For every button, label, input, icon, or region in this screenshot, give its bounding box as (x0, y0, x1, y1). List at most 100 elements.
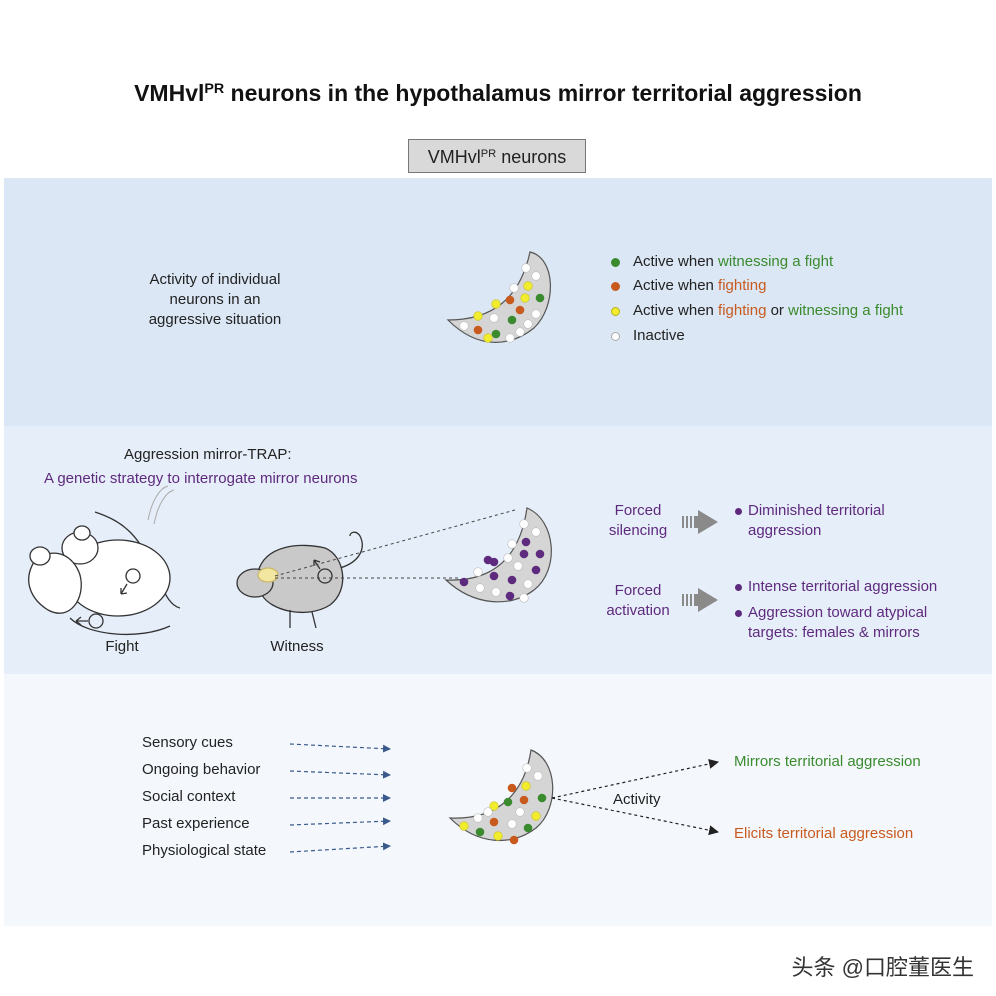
activation-label-line: activation (606, 602, 670, 619)
neuron-dot (507, 315, 517, 325)
mouse-tail (69, 617, 171, 635)
input-label: Physiological state (142, 842, 267, 859)
input-label: Sensory cues (142, 734, 233, 751)
neuron-dot (515, 807, 525, 817)
neuron-dot (519, 593, 529, 603)
page-title: VMHvlPR neurons in the hypothalamus mirr… (0, 80, 996, 107)
neuron-dot (522, 763, 532, 773)
neuron-dot (531, 271, 541, 281)
neuron-dot (519, 519, 529, 529)
male-symbol-icon (88, 613, 104, 629)
neuron-dot (483, 807, 493, 817)
silencing-label-line: Forced (614, 502, 662, 519)
legend-text: Active when (633, 277, 719, 294)
white-dot-icon (611, 332, 620, 341)
activation-label-line: Forced (614, 582, 662, 599)
input-arrow (289, 743, 391, 753)
neuron-dot (535, 293, 545, 303)
legend-text: Active when (633, 253, 719, 270)
mouse-body (28, 552, 82, 614)
neuron-dot (475, 827, 485, 837)
neuron-dot (535, 549, 545, 559)
silencing-outcome: Diminished territorial aggression (748, 501, 885, 541)
neuron-dot (523, 319, 533, 329)
legend-text: or (766, 302, 789, 319)
activation-outcome-2: Aggression toward atypical targets: fema… (748, 603, 927, 643)
activity-label: Activity (612, 790, 662, 810)
silencing-label: Forced silencing (598, 501, 678, 541)
watermark: 头条 @口腔董医生 (791, 955, 974, 980)
male-symbol-arrow (75, 616, 88, 626)
motion-line (153, 489, 175, 525)
neuron-dot (519, 549, 529, 559)
witness-label: Witness (270, 638, 324, 655)
legend-yellow: Active when fighting or witnessing a fig… (633, 301, 903, 321)
yellow-dot-icon (611, 307, 620, 316)
title-superscript: PR (204, 81, 225, 98)
output-arrows (551, 759, 719, 836)
neuron-dot (473, 813, 483, 823)
header-box-main: VMHvl (427, 147, 481, 167)
neuron-dot (489, 313, 499, 323)
activation-arrow-icon (682, 588, 718, 612)
neuron-dot (505, 333, 515, 343)
male-symbol-icon (125, 568, 141, 584)
male-symbol-icon (317, 568, 333, 584)
neuron-dot (503, 797, 513, 807)
neuron-dot (531, 565, 541, 575)
legend-highlight: witnessing a fight (788, 302, 904, 319)
activity-description-line: neurons in an (169, 291, 261, 308)
brain-highlight (257, 567, 279, 583)
activation-outcome-2-line: targets: females & mirrors (748, 624, 920, 641)
neuron-dot (509, 835, 519, 845)
title-main: VMHvl (134, 80, 205, 106)
neuron-dot (533, 771, 543, 781)
neuron-dot (473, 325, 483, 335)
male-symbol-arrow (120, 583, 128, 595)
neuron-dot (473, 567, 483, 577)
activation-outcome-2-line: Aggression toward atypical (748, 604, 928, 621)
neuron-dot (507, 539, 517, 549)
neuron-dot (505, 295, 515, 305)
mouse-ear (29, 546, 51, 566)
neuron-dot (523, 823, 533, 833)
neuron-dot (513, 561, 523, 571)
neuron-dot (459, 821, 469, 831)
neuron-dot (523, 579, 533, 589)
mouse-tail (339, 531, 363, 569)
input-arrow (289, 770, 391, 779)
activity-description-line: Activity of individual (149, 271, 281, 288)
neuron-dot (531, 309, 541, 319)
legend-highlight: fighting (718, 302, 767, 319)
neuron-dot (489, 801, 499, 811)
neuron-dot (489, 571, 499, 581)
neuron-dot (483, 555, 493, 565)
neuron-dot (515, 305, 525, 315)
fight-label: Fight (105, 638, 139, 655)
activity-description-line: aggressive situation (148, 311, 282, 328)
neuron-dot (507, 783, 517, 793)
neuron-dot (515, 327, 525, 337)
silencing-outcome-line: Diminished territorial (748, 502, 885, 519)
input-label: Past experience (142, 815, 250, 832)
bullet-icon (735, 508, 742, 515)
neuron-dots-panel3 (459, 763, 547, 845)
input-arrows (289, 743, 391, 853)
motion-line (147, 485, 169, 521)
input-label: Ongoing behavior (142, 761, 261, 778)
legend-orange: Active when fighting (633, 276, 766, 296)
mouse-legs (289, 610, 317, 629)
neuron-dot (521, 781, 531, 791)
neuron-dot (523, 281, 533, 291)
bullet-icon (735, 584, 742, 591)
neuron-dot (507, 819, 517, 829)
silencing-label-line: silencing (608, 522, 668, 539)
input-label: Social context (142, 788, 236, 805)
output-arrow-elicits (551, 797, 719, 836)
neuron-dot (520, 293, 530, 303)
legend-text: Active when (633, 302, 719, 319)
panel-model (4, 674, 992, 926)
legend-inactive: Inactive (633, 327, 685, 344)
activity-description: Activity of individual neurons in an agg… (110, 270, 320, 330)
